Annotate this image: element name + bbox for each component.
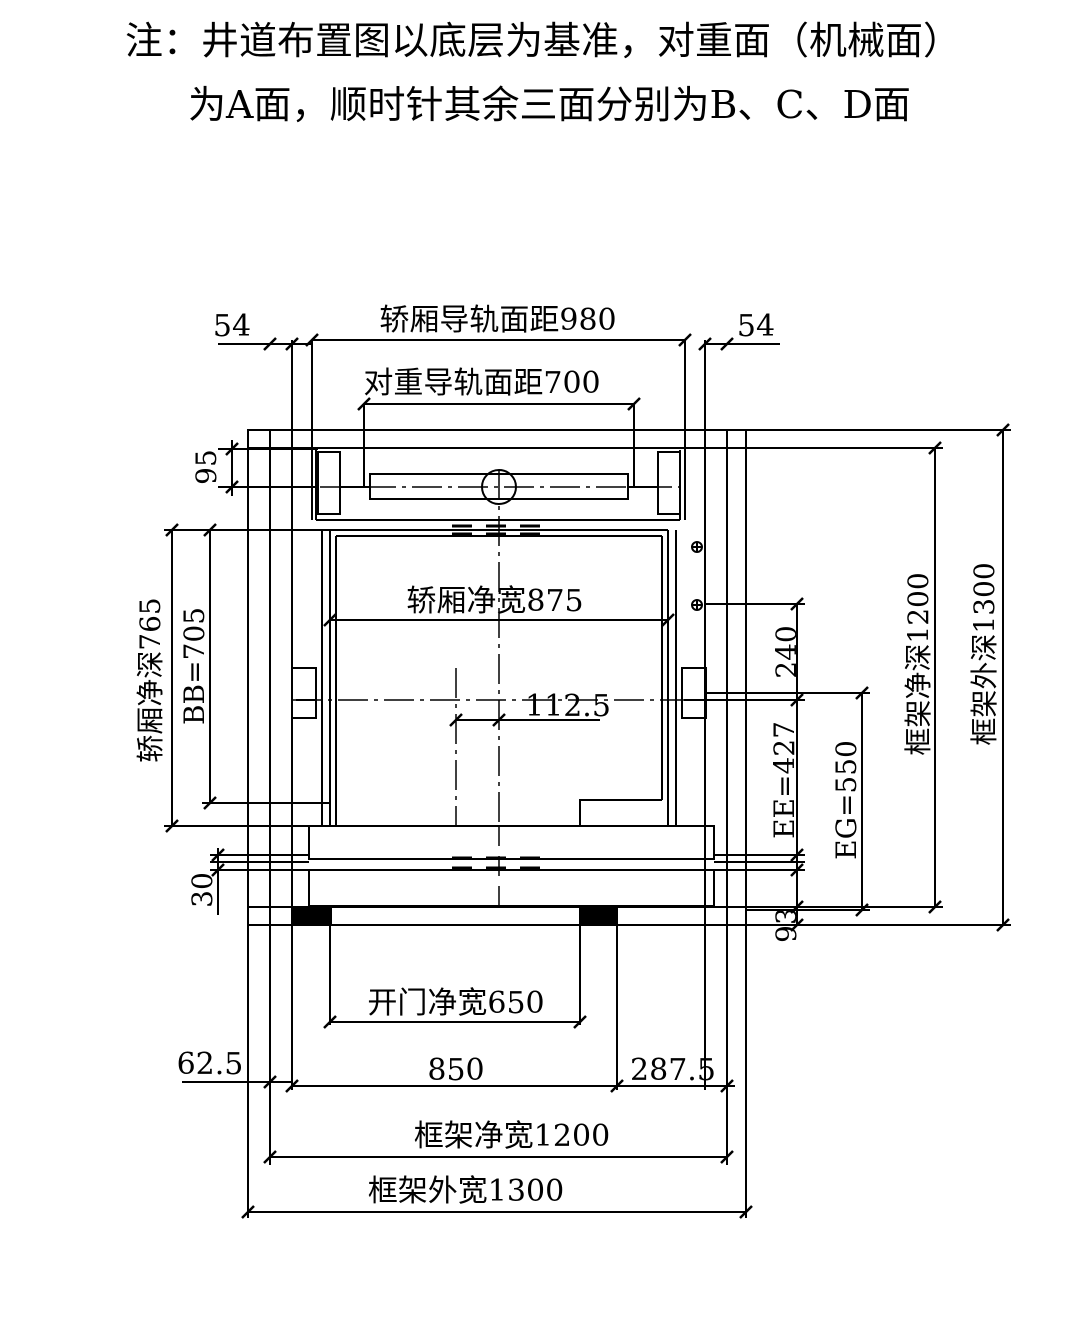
car-sill <box>308 825 715 860</box>
label-eg: EG=550 <box>830 740 863 860</box>
cw-rail-left <box>317 451 341 515</box>
note-line-1: 注：井道布置图以底层为基准，对重面（机械面） <box>125 19 962 63</box>
label-frame-outer-width: 框架外宽1300 <box>368 1174 564 1209</box>
label-287-5: 287.5 <box>630 1053 716 1088</box>
label-car-clear-depth: 轿厢净深765 <box>134 597 167 762</box>
label-95: 95 <box>190 449 223 485</box>
label-left-54: 54 <box>213 309 251 344</box>
label-car-clear-width: 轿厢净宽875 <box>406 584 583 619</box>
label-240: 240 <box>770 625 803 678</box>
label-frame-clear-width: 框架净宽1200 <box>414 1119 610 1154</box>
label-850: 850 <box>427 1053 484 1088</box>
label-93: 93 <box>770 907 803 943</box>
landing-sill <box>308 869 715 907</box>
label-cw-rail-distance: 对重导轨面距700 <box>363 366 600 401</box>
label-offset: 112.5 <box>525 689 611 724</box>
cw-rail-right <box>657 451 681 515</box>
label-frame-clear-depth: 框架净深1200 <box>902 572 935 755</box>
label-bb: BB=705 <box>178 607 211 725</box>
label-car-rail-distance: 轿厢导轨面距980 <box>379 303 616 338</box>
label-door-clear-width: 开门净宽650 <box>367 986 544 1021</box>
label-ee: EE=427 <box>768 721 801 839</box>
label-frame-outer-depth: 框架外深1300 <box>968 562 1001 745</box>
door-post-right <box>580 907 618 925</box>
label-right-54: 54 <box>737 309 775 344</box>
door-post-left <box>292 907 332 925</box>
label-62-5: 62.5 <box>177 1047 244 1082</box>
frame-outer <box>247 429 747 926</box>
car-rail-right <box>681 667 707 719</box>
label-30: 30 <box>186 872 219 908</box>
car-rail-left <box>291 667 317 719</box>
note-line-2: 为A面，顺时针其余三面分别为B、C、D面 <box>188 83 911 127</box>
